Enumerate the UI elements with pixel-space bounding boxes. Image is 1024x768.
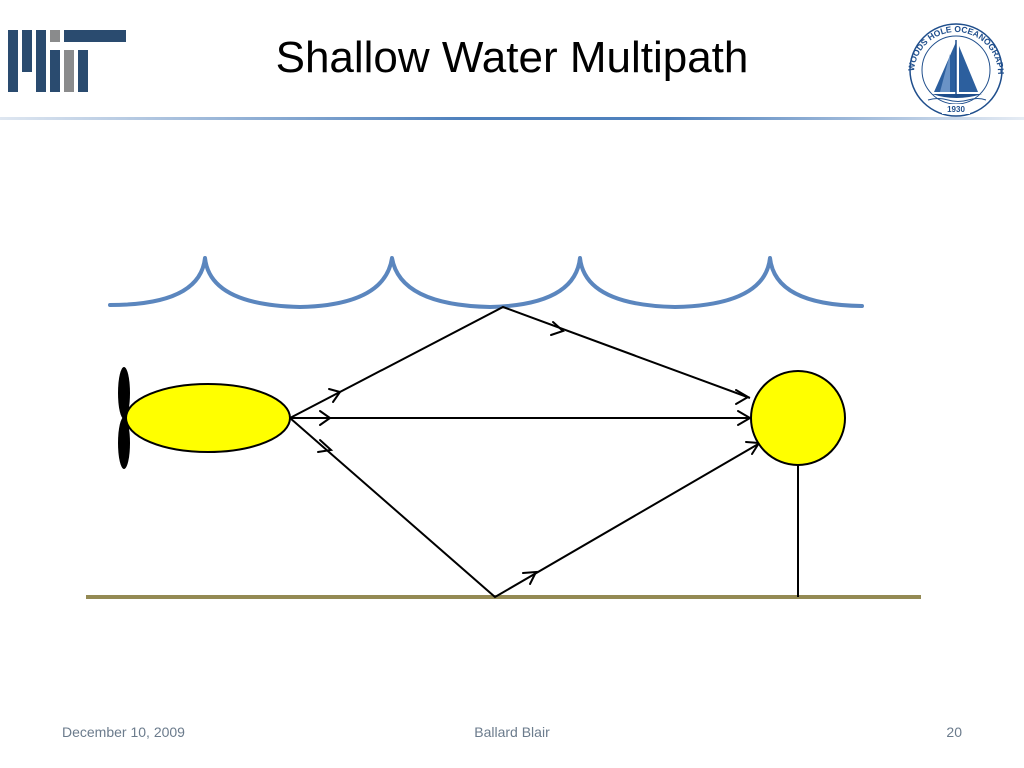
arrowhead-icon <box>317 439 334 453</box>
arrowhead-icon <box>328 388 342 403</box>
slide-number: 20 <box>946 724 962 740</box>
arrowhead-icon <box>522 570 538 585</box>
bottom-reflected-path <box>289 417 761 599</box>
receiver-node <box>750 370 846 466</box>
source-vehicle <box>118 367 291 469</box>
footer-author: Ballard Blair <box>474 724 550 740</box>
arrowhead-icon <box>319 410 332 426</box>
header-divider <box>0 117 1024 120</box>
footer-date: December 10, 2009 <box>62 724 185 740</box>
sea-surface-wave <box>108 256 864 309</box>
surface-reflected-path <box>289 305 751 419</box>
propeller-blade-bottom <box>118 417 130 469</box>
propeller-blade-top <box>118 367 130 419</box>
whoi-seal-icon: WOODS HOLE OCEANOGRAPHIC INSTITUTION 193… <box>898 14 1006 117</box>
arrowhead-icon <box>550 321 565 336</box>
path-arrowheads <box>317 321 761 585</box>
arrowhead-icon <box>735 389 750 405</box>
slide-title: Shallow Water Multipath <box>275 33 749 82</box>
mit-logo-icon <box>8 30 126 92</box>
propagation-paths <box>289 305 761 599</box>
source-body <box>125 383 291 453</box>
svg-text:1930: 1930 <box>947 105 965 114</box>
